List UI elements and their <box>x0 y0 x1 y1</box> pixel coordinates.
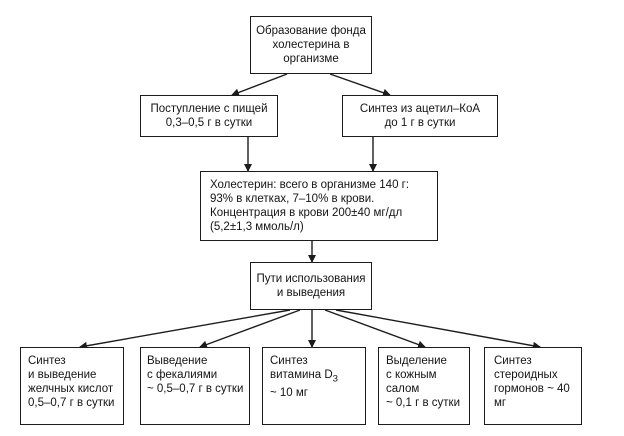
cholesterol-pool-formation-box: Образование фонда холестерина в организм… <box>250 16 372 74</box>
arrow-paths-to-bile <box>79 309 291 350</box>
node-text: ~ 0,1 г в сутки <box>386 397 461 409</box>
node-text: Поступление с пищей <box>150 103 268 115</box>
node-text-with-subscript: витамина D3 <box>270 368 365 386</box>
node-text: организме <box>283 53 339 65</box>
node-text: и выведение <box>28 369 97 381</box>
fecal-excretion-box: Выведение с фекалиями ~ 0,5–0,7 г в сутк… <box>140 347 250 425</box>
vitamin-label: витамина D <box>270 369 333 381</box>
node-text: 93% в клетках, 7–10% в крови. <box>210 193 375 205</box>
node-text: Синтез <box>28 355 66 367</box>
sebum-excretion-box: Выделение с кожным салом ~ 0,1 г в сутки <box>378 347 470 425</box>
usage-and-excretion-box: Пути использования и выведения <box>250 262 372 310</box>
arrow-top-to-synthesis <box>329 73 391 97</box>
node-text: Концентрация в крови 200±40 мг/дл <box>210 207 403 219</box>
arrow-paths-to-steroid <box>335 309 541 350</box>
node-text: Холестерин: всего в организме 140 г: <box>210 179 410 191</box>
node-text: холестерина в <box>272 39 350 51</box>
bile-acid-synthesis-box: Синтез и выведение желчных кислот 0,5–0,… <box>20 347 124 425</box>
node-text: Синтез <box>494 355 532 367</box>
node-text: до 1 г в сутки <box>384 117 456 129</box>
node-text: Синтез <box>270 355 308 367</box>
arrow-paths-to-fecal <box>199 309 301 349</box>
arrow-top-to-food <box>231 73 288 97</box>
node-text: желчных кислот <box>28 383 114 395</box>
acetyl-coa-synthesis-box: Синтез из ацетил–КоА до 1 г в сутки <box>342 95 498 137</box>
node-text: ~ 10 мг <box>270 387 308 400</box>
node-text: ~ 0,5–0,7 г в сутки <box>147 383 244 395</box>
arrow-paths-to-skin <box>324 309 426 349</box>
node-text: и выведения <box>276 287 346 299</box>
node-text: (5,2±1,3 ммоль/л) <box>210 221 304 233</box>
node-text: Выделение <box>386 355 447 367</box>
steroid-hormone-synthesis-box: Синтез стероидных гормонов ~ 40 мг <box>484 347 582 425</box>
total-cholesterol-box: Холестерин: всего в организме 140 г: 93%… <box>200 171 438 241</box>
node-text: 0,3–0,5 г в сутки <box>165 117 253 129</box>
node-text: с фекалиями <box>147 369 218 381</box>
node-text: салом <box>386 383 420 395</box>
node-text: Образование фонда <box>256 25 366 37</box>
node-text: гормонов ~ 40 мг <box>494 383 570 409</box>
dietary-intake-box: Поступление с пищей 0,3–0,5 г в сутки <box>140 95 278 137</box>
node-text: 0,5–0,7 г в сутки <box>28 397 115 409</box>
vitamin-d3-synthesis-box: Синтез витамина D3 ~ 10 мг <box>262 347 366 425</box>
vitamin-subscript: 3 <box>332 373 338 385</box>
node-text: стероидных <box>494 369 558 381</box>
node-text: Синтез из ацетил–КоА <box>359 103 481 115</box>
node-text: Выведение <box>147 355 208 367</box>
node-text: с кожным <box>386 369 437 381</box>
node-text: Пути использования <box>256 273 366 285</box>
